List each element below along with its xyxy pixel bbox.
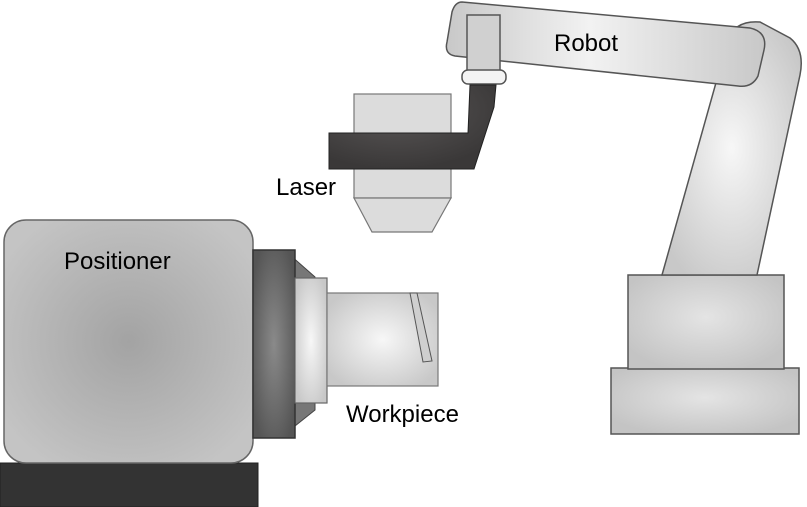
robot-wrist: [466, 14, 501, 72]
robot-base: [610, 274, 800, 435]
laser-bracket: [328, 84, 497, 170]
positioner-label: Positioner: [64, 248, 171, 275]
robot-label: Robot: [554, 30, 618, 57]
robot-upper-arm: [445, 1, 766, 88]
workpiece-weld-seam: [409, 292, 433, 363]
positioner-faceplate: [294, 277, 328, 404]
robot-wrist-flange: [461, 69, 507, 85]
laser-label: Laser: [276, 174, 336, 201]
positioner-rotary-ring: [252, 249, 296, 439]
workpiece-label: Workpiece: [346, 401, 459, 428]
positioner-base-plate: [0, 462, 259, 507]
